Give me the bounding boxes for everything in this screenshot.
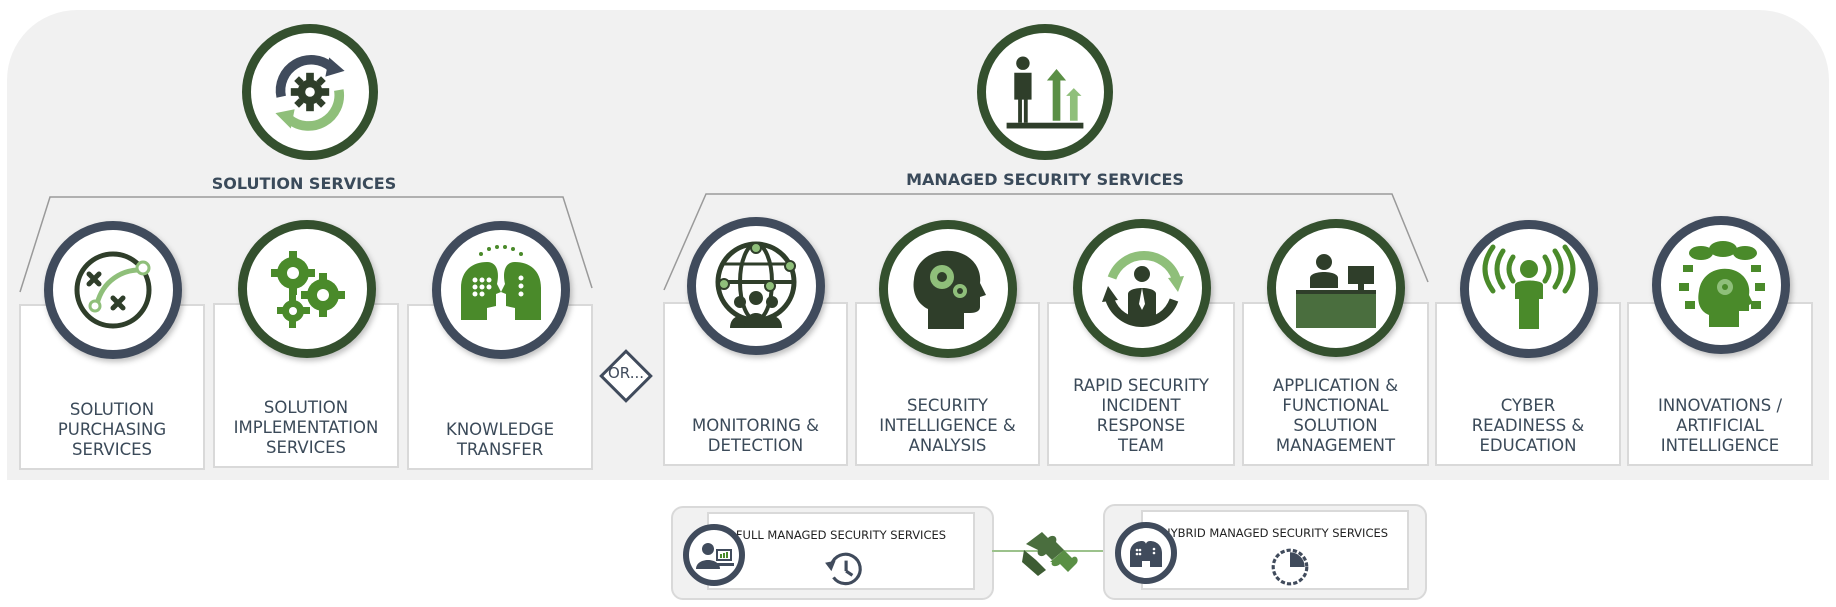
person-cycle-icon [1102, 250, 1184, 328]
security-intelligence-badge [879, 220, 1017, 358]
head-cloud-icon [1679, 241, 1765, 327]
hybrid-managed-card: HYBRID MANAGED SECURITY SERVICES [1141, 510, 1409, 590]
card-label: CYBER READINESS & EDUCATION [1471, 396, 1585, 455]
gear-cycle-icon [275, 54, 345, 131]
card-label: SOLUTION IMPLEMENTATION SERVICES [233, 398, 379, 457]
card-label: RAPID SECURITY INCIDENT RESPONSE TEAM [1073, 376, 1209, 455]
clock-partial-icon [1271, 548, 1309, 586]
puzzle-icon [1022, 532, 1078, 576]
growth-podium-icon [1006, 56, 1084, 129]
gears-icon [271, 251, 345, 328]
heads-icon [1130, 541, 1162, 567]
card-label: INNOVATIONS / ARTIFICIAL INTELLIGENCE [1657, 396, 1783, 455]
incident-response-badge [1073, 219, 1211, 357]
heads-exchange-icon [461, 245, 541, 320]
solution-services-title: SOLUTION SERVICES [211, 174, 397, 193]
full-managed-title: FULL MANAGED SECURITY SERVICES [735, 528, 947, 542]
solution-purchasing-badge [44, 221, 182, 359]
managed-services-icon [977, 24, 1113, 160]
card-label: MONITORING & DETECTION [691, 416, 820, 455]
globe-network-icon [715, 241, 797, 328]
card-label: SOLUTION PURCHASING SERVICES [57, 400, 167, 459]
solution-implementation-badge [238, 220, 376, 358]
card-solution-purchasing[interactable]: SOLUTION PURCHASING SERVICES [19, 304, 205, 470]
person-laptop-icon [696, 543, 734, 569]
head-gears-icon [913, 250, 986, 329]
application-management-badge [1267, 219, 1405, 357]
managed-services-title: MANAGED SECURITY SERVICES [906, 170, 1184, 189]
full-managed-card: FULL MANAGED SECURITY SERVICES [707, 512, 975, 590]
knowledge-transfer-badge [432, 221, 570, 359]
desk-operator-icon [1296, 254, 1376, 328]
person-signal-icon [1482, 244, 1576, 329]
or-label: OR... [608, 364, 644, 382]
monitoring-detection-badge [687, 217, 825, 355]
strategy-play-icon [74, 251, 152, 329]
full-managed-badge [683, 524, 745, 586]
clock-history-icon [825, 552, 862, 586]
solution-services-icon [242, 24, 378, 160]
innovations-ai-badge [1652, 216, 1790, 354]
card-label: KNOWLEDGE TRANSFER [446, 420, 554, 459]
cyber-readiness-badge [1460, 220, 1598, 358]
hybrid-managed-badge [1115, 522, 1177, 584]
card-label: SECURITY INTELLIGENCE & ANALYSIS [879, 396, 1016, 455]
card-label: APPLICATION & FUNCTIONAL SOLUTION MANAGE… [1272, 376, 1399, 455]
hybrid-managed-title: HYBRID MANAGED SECURITY SERVICES [1161, 526, 1389, 540]
